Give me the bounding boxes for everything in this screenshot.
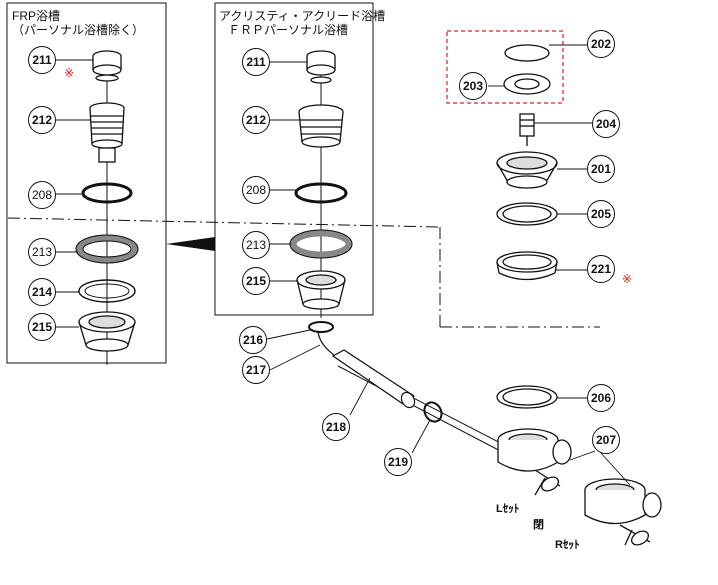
connector-lines xyxy=(7,217,600,328)
callout-212-left: 212 xyxy=(28,106,56,134)
arrow-left-to-middle xyxy=(166,237,215,251)
l-set-label: Lｾｯﾄ xyxy=(496,503,520,515)
middle-panel-caption-line1: アクリスティ・アクリード浴槽 xyxy=(219,9,386,23)
callout-213-left: 213 xyxy=(28,238,56,266)
closed-label: 閉 xyxy=(533,519,544,531)
callout-215-middle: 215 xyxy=(242,267,270,295)
left-panel-caption-line1: FRP浴槽 xyxy=(12,9,61,23)
left-panel-frame xyxy=(6,2,167,364)
leader-lines xyxy=(56,44,631,486)
note-mark-221: ※ xyxy=(622,272,633,286)
callout-212-middle: 212 xyxy=(242,106,270,134)
r-set-label: Rｾｯﾄ xyxy=(555,539,580,551)
hose-parts xyxy=(317,331,511,456)
callout-218: 218 xyxy=(322,413,350,441)
callout-208-left: 208 xyxy=(28,181,56,209)
callout-211-left: 211 xyxy=(28,46,56,74)
callout-207: 207 xyxy=(592,426,620,454)
callout-221: 221 xyxy=(587,255,615,283)
middle-panel-frame xyxy=(214,2,374,316)
middle-panel-caption-line2: ＦＲＰパーソナル浴槽 xyxy=(228,23,349,37)
note-mark-211: ※ xyxy=(64,66,75,80)
callout-215-left: 215 xyxy=(28,313,56,341)
left-parts xyxy=(75,50,139,365)
callout-206: 206 xyxy=(587,384,615,412)
callout-211-middle: 211 xyxy=(242,48,270,76)
callout-204: 204 xyxy=(592,110,620,138)
callout-219: 219 xyxy=(384,448,412,476)
callout-213-middle: 213 xyxy=(242,231,270,259)
callout-201: 201 xyxy=(587,155,615,183)
callout-216: 216 xyxy=(239,326,267,354)
callout-208-middle: 208 xyxy=(242,176,270,204)
left-panel-caption-line2: （パーソナル浴槽除く） xyxy=(12,23,145,37)
callout-202: 202 xyxy=(587,30,615,58)
callout-214-left: 214 xyxy=(28,278,56,306)
middle-parts xyxy=(289,50,353,333)
callout-217: 217 xyxy=(242,356,270,384)
callout-203: 203 xyxy=(459,72,487,100)
group-202-203-frame xyxy=(446,30,564,104)
callout-205: 205 xyxy=(587,200,615,228)
right-parts xyxy=(496,44,662,546)
